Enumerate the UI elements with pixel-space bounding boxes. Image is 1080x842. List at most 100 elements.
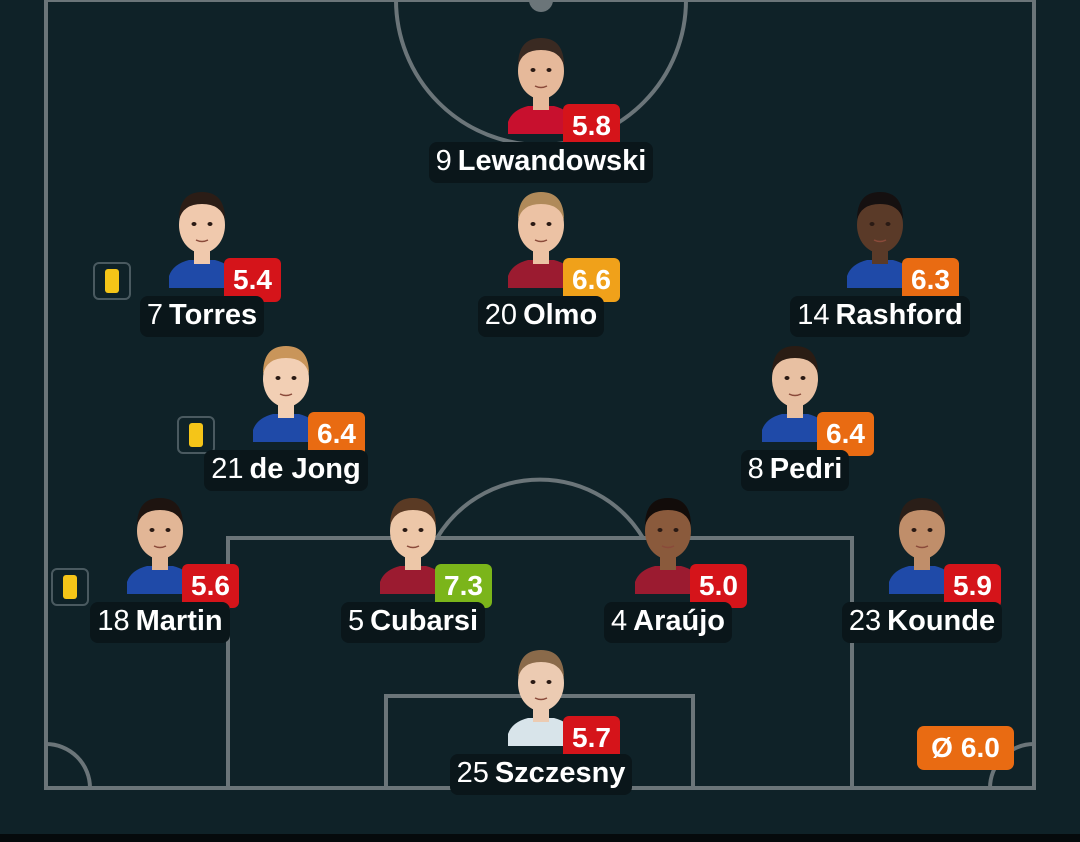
player-rating: 6.3	[911, 264, 950, 295]
penalty-arc	[435, 477, 645, 540]
player-photo	[253, 346, 319, 442]
player-number: 21	[211, 453, 244, 485]
bottom-bar	[0, 834, 1080, 842]
player-photo	[847, 192, 913, 288]
player-number: 5	[347, 605, 365, 637]
team-average-badge: Ø 6.0	[917, 726, 1014, 770]
player-photo	[508, 192, 574, 288]
player-rating: 5.6	[191, 570, 230, 601]
penalty-box	[226, 536, 854, 788]
player-rating-badge: 6.6	[563, 258, 620, 302]
player-rating-badge: 7.3	[435, 564, 492, 608]
player-number: 7	[146, 299, 164, 331]
average-value: 6.0	[960, 732, 1000, 763]
player-number: 20	[484, 299, 518, 331]
player-rating: 5.0	[699, 570, 738, 601]
player-name: Pedri	[769, 453, 843, 485]
yellow-card-icon	[51, 568, 89, 606]
player-rating: 6.6	[572, 264, 611, 295]
player-number: 25	[456, 757, 489, 789]
player-name: Martin	[135, 605, 223, 637]
player-rating-badge: 6.4	[817, 412, 874, 456]
average-symbol: Ø	[931, 732, 953, 763]
player-rating: 5.8	[572, 110, 611, 141]
player-rating-badge: 5.8	[563, 104, 620, 148]
player-rating-badge: 6.4	[308, 412, 365, 456]
player-name: Lewandowski	[457, 145, 647, 177]
player-name: Cubarsi	[370, 605, 479, 637]
player-rating: 6.4	[826, 418, 865, 449]
player-name: Torres	[169, 299, 258, 331]
player-photo	[508, 38, 574, 134]
player-number: 4	[611, 605, 628, 637]
player-rating: 7.3	[444, 570, 483, 601]
player-name: de Jong	[249, 453, 361, 485]
player-rating-badge: 5.4	[224, 258, 281, 302]
player-rating-badge: 5.0	[690, 564, 747, 608]
player-rating-badge: 5.9	[944, 564, 1001, 608]
player-rating: 5.7	[572, 722, 611, 753]
player-rating: 5.9	[953, 570, 992, 601]
player-rating: 5.4	[233, 264, 272, 295]
corner-arc-left	[45, 742, 92, 789]
player-photo	[508, 650, 574, 746]
player-rating-badge: 5.6	[182, 564, 239, 608]
player-number: 14	[797, 299, 830, 331]
player-name: Rashford	[835, 299, 963, 331]
player-number: 8	[747, 453, 764, 485]
yellow-card-icon	[177, 416, 215, 454]
player-name: Olmo	[523, 299, 598, 331]
player-name: Szczesny	[494, 757, 626, 789]
player-photo	[380, 498, 446, 594]
player-name: Kounde	[887, 605, 996, 637]
player-photo	[889, 498, 955, 594]
player-rating: 6.4	[317, 418, 356, 449]
touchline-frame	[44, 0, 1036, 790]
player-photo	[127, 498, 193, 594]
player-photo	[635, 498, 701, 594]
player-number: 18	[97, 605, 130, 637]
player-number: 9	[435, 145, 452, 177]
player-photo	[169, 192, 235, 288]
player-photo	[762, 346, 828, 442]
yellow-card-icon	[93, 262, 131, 300]
player-rating-badge: 5.7	[563, 716, 620, 760]
player-number: 23	[848, 605, 882, 637]
player-name: Araújo	[633, 605, 725, 637]
player-rating-badge: 6.3	[902, 258, 959, 302]
center-spot	[529, 0, 553, 12]
